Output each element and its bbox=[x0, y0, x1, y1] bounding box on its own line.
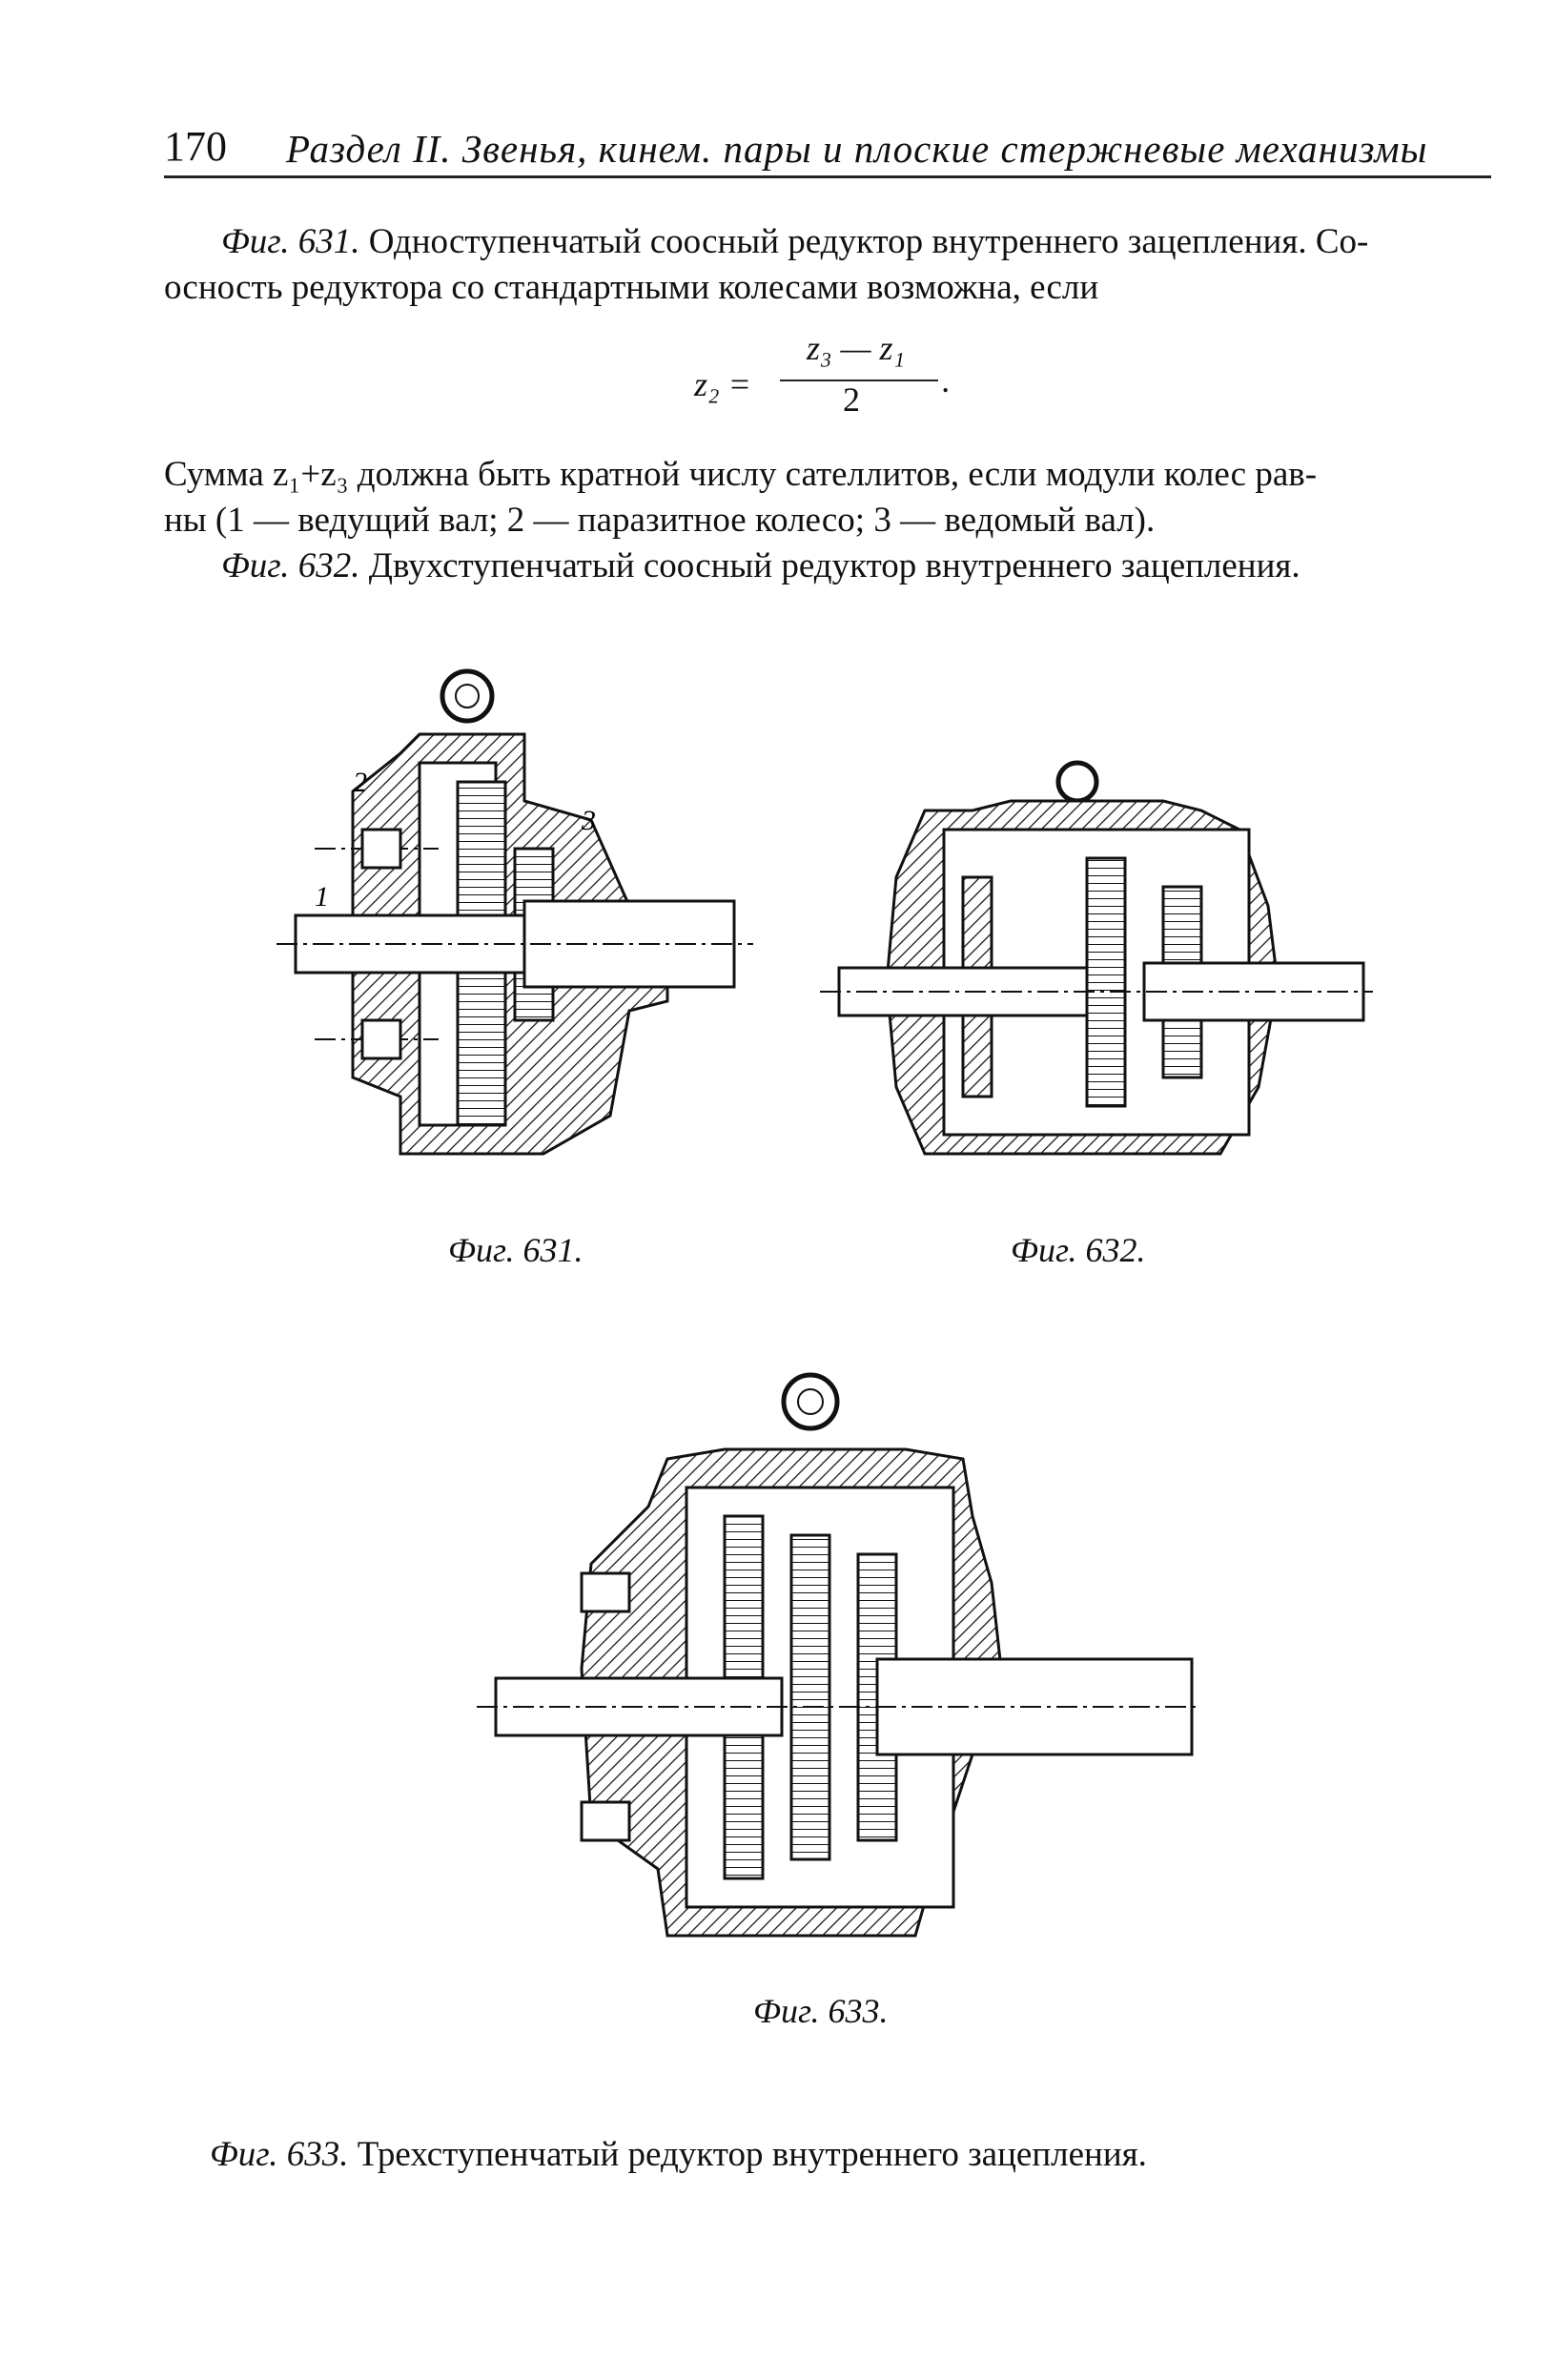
section-title: Раздел II. Звенья, кинем. пары и плоские… bbox=[286, 127, 1428, 171]
fig632-caption: Фиг. 632. bbox=[1011, 1231, 1146, 1269]
gear-stage-1 bbox=[1085, 856, 1127, 1108]
fig631-label: Фиг. 631. bbox=[221, 222, 360, 261]
formula-period: . bbox=[942, 361, 951, 400]
fig631-caption: Фиг. 631. bbox=[448, 1231, 584, 1269]
fig632-desc: Фиг. 632. Двухступенчатый соосный редукт… bbox=[221, 544, 1300, 589]
fig632-text: Двухступенчатый соосный редуктор внутрен… bbox=[368, 546, 1300, 585]
label-3: 3 bbox=[581, 805, 596, 836]
lifting-eye bbox=[1055, 760, 1099, 804]
fig632-drawing bbox=[820, 760, 1373, 1156]
fig631-text: Одноступенчатый соосный редуктор внутрен… bbox=[368, 222, 1369, 261]
sum-line1: Сумма z₁+z₃ должна быть кратной числу са… bbox=[164, 455, 1318, 494]
sum-line2: ны (1 — ведущий вал; 2 — паразитное коле… bbox=[164, 501, 1156, 540]
formula-fraction-line bbox=[780, 380, 938, 381]
page-number: 170 bbox=[164, 123, 227, 170]
gear-stage-2 bbox=[789, 1533, 831, 1861]
lifting-eye bbox=[440, 668, 495, 724]
fig633-desc: Фиг. 633. Трехступенчатый редуктор внутр… bbox=[210, 2132, 1147, 2178]
formula-numerator: z₃ — z₁ bbox=[807, 329, 906, 367]
formula-denominator: 2 bbox=[843, 380, 860, 419]
fig632-label: Фиг. 632. bbox=[221, 546, 360, 585]
fig631-desc-line2: осность редуктора со стандартными колеса… bbox=[164, 268, 1099, 307]
fig633-text: Трехступенчатый редуктор внутреннего зац… bbox=[357, 2135, 1147, 2174]
label-1: 1 bbox=[315, 881, 329, 913]
fig631-drawing: 2 3 1 bbox=[276, 668, 753, 1156]
fig633-drawing bbox=[477, 1372, 1201, 1938]
fig631-desc-line1: Фиг. 631. Одноступенчатый соосный редукт… bbox=[221, 219, 1368, 265]
formula-lhs: z₂ = bbox=[694, 365, 751, 403]
fig633-label: Фиг. 633. bbox=[210, 2135, 349, 2174]
fig633-caption: Фиг. 633. bbox=[753, 1992, 889, 2030]
label-2: 2 bbox=[353, 767, 367, 798]
lifting-eye bbox=[781, 1372, 840, 1431]
header-rule bbox=[164, 175, 1491, 178]
